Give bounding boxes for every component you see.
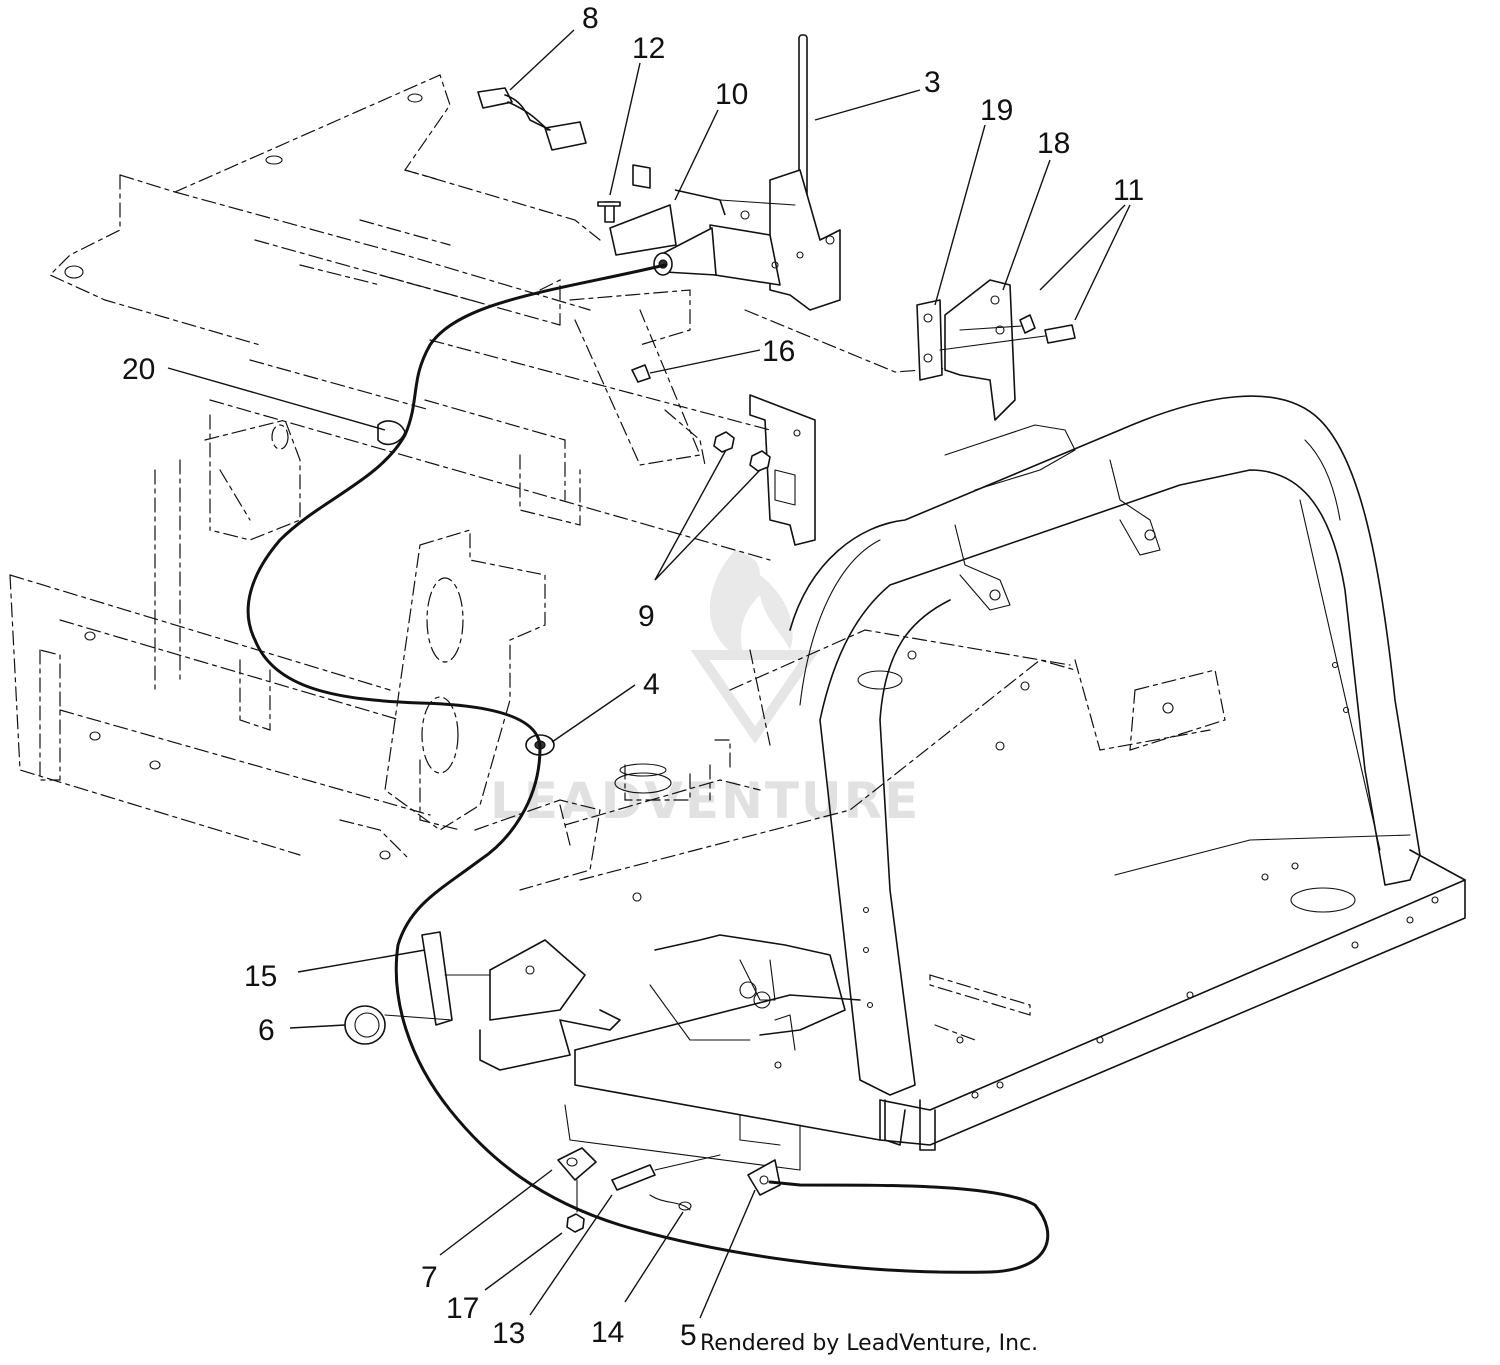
roll-over-bar [789,395,1421,1096]
seat-pan-phantom [48,74,991,373]
lower-cable-hardware [557,1147,781,1233]
callout-4: 4 [643,668,660,701]
leader-lines [167,29,1131,1319]
callout-20: 20 [122,353,155,386]
trim-strip-15 [421,931,453,1026]
callout-18: 18 [1037,127,1070,160]
left-frame-brackets [204,279,706,541]
callout-12: 12 [632,32,665,65]
brake-mount-plates [916,279,1076,421]
cable-clips-upper [377,364,651,446]
wire-harness [477,87,587,151]
callout-6: 6 [258,1014,275,1047]
center-upright [384,529,546,831]
callout-19: 19 [980,94,1013,127]
callout-7: 7 [421,1261,438,1294]
grommet-6 [344,1005,386,1045]
callout-13: 13 [492,1317,525,1350]
main-frame-deck [474,629,1226,902]
nuts-9 [713,431,771,472]
callout-3: 3 [924,66,941,99]
left-frame-phantom [9,339,771,861]
callout-14: 14 [591,1316,624,1349]
callout-9: 9 [638,600,655,633]
watermark: LEADVENTURE [490,550,920,830]
callout-11: 11 [1113,174,1144,207]
mount-bracket-right [749,394,816,546]
callout-15: 15 [244,960,277,993]
callout-10: 10 [715,78,748,111]
callout-8: 8 [582,2,599,35]
callout-16: 16 [762,335,795,368]
watermark-text: LEADVENTURE [490,772,920,830]
callout-5: 5 [680,1319,697,1352]
brake-lever-assembly [597,34,841,311]
callout-labels: 8 12 10 3 19 18 11 16 20 9 4 15 6 7 17 1… [122,2,1144,1352]
render-credit: Rendered by LeadVenture, Inc. [700,1331,1038,1356]
rear-frame [479,834,1466,1171]
brake-cable [246,263,1050,1274]
callout-17: 17 [446,1292,479,1325]
